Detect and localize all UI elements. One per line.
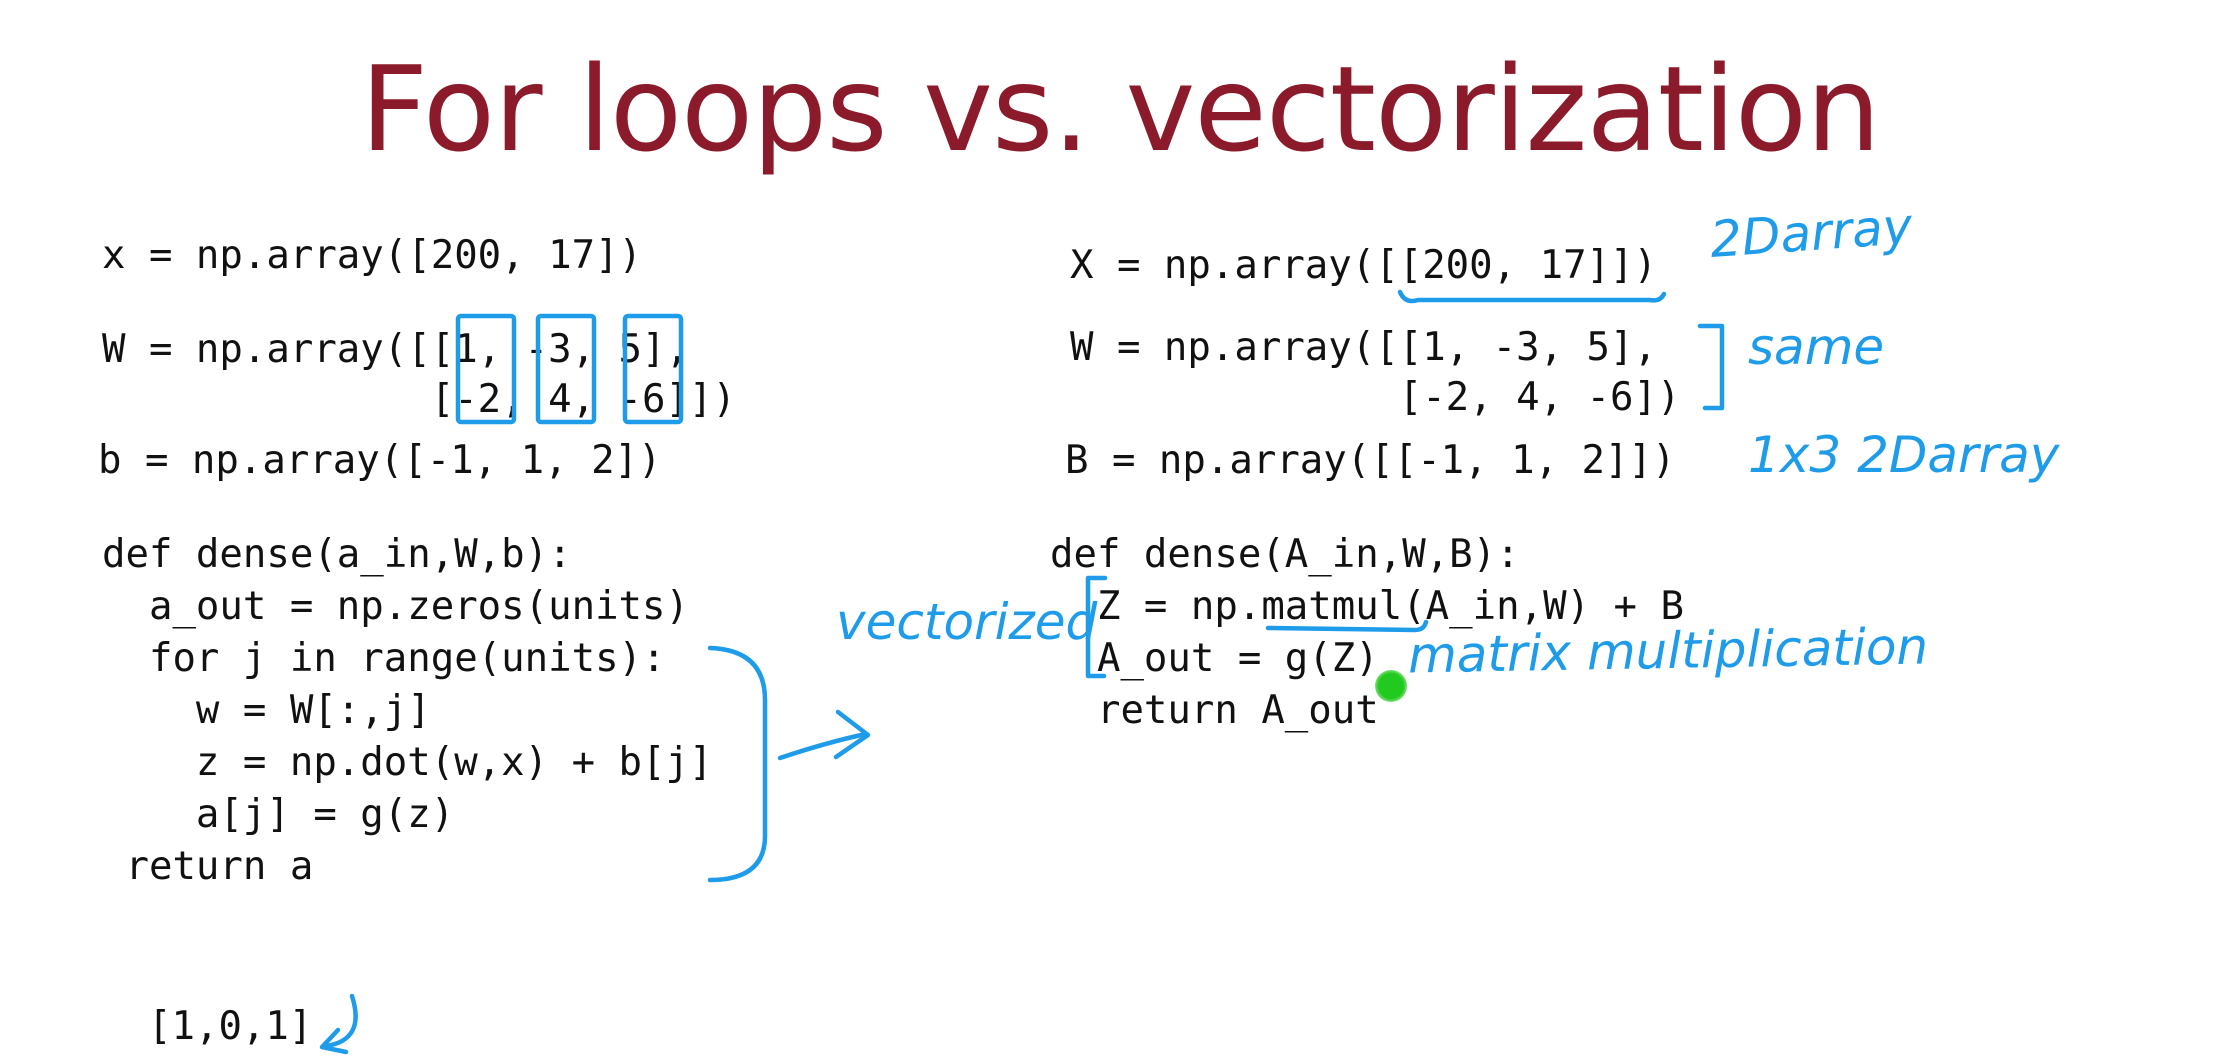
- left-x-line: x = np.array([200, 17]): [102, 233, 643, 278]
- right-body-line-3: return A_out: [1050, 688, 1379, 733]
- right-w-line-1: W = np.array([[1, -3, 5],: [1070, 325, 1657, 370]
- right-def-line: def dense(A_in,W,B):: [1050, 532, 1520, 577]
- right-w-line-2: [-2, 4, -6]): [1070, 375, 1681, 420]
- annotation-2d-array: 2Darray: [1708, 197, 1915, 269]
- right-arrow-icon: [777, 709, 871, 761]
- right-x-line: X = np.array([[200, 17]]): [1070, 243, 1657, 288]
- left-result-line: [1,0,1]: [148, 1004, 313, 1049]
- pointer-dot-icon: [1375, 670, 1407, 702]
- left-body-line-1: a_out = np.zeros(units): [102, 584, 689, 629]
- left-w-line-2: [-2, 4, -6]]): [102, 377, 736, 422]
- annotation-1x3-2d-array: 1x3 2Darray: [1748, 426, 2060, 484]
- left-body-line-2: for j in range(units):: [102, 636, 666, 681]
- annotation-matrix-multiplication: matrix multiplication: [1407, 617, 1929, 685]
- right-body-line-2: A_out = g(Z): [1050, 636, 1379, 681]
- right-code-block: X = np.array([[200, 17]]) W = np.array([…: [0, 0, 1684, 730]
- underline-2d-array: [1397, 289, 1667, 304]
- slide-title: For loops vs. vectorization: [360, 40, 1881, 178]
- left-body-line-3: w = W[:,j]: [102, 688, 431, 733]
- annotation-vectorized: vectorized: [836, 593, 1098, 651]
- left-body-line-4: z = np.dot(w,x) + b[j]: [102, 740, 713, 785]
- left-b-line: b = np.array([-1, 1, 2]): [98, 438, 662, 483]
- left-return-line: return a: [102, 844, 314, 889]
- brace-loop-body: [707, 645, 768, 883]
- left-w-line-1: W = np.array([[1, -3, 5],: [102, 327, 689, 372]
- hook-arrow: [323, 993, 358, 1049]
- left-body-line-5: a[j] = g(z): [102, 792, 455, 837]
- annotation-same: same: [1748, 318, 1885, 376]
- right-body-line-1: Z = np.matmul(A_in,W) + B: [1050, 584, 1684, 629]
- right-b-line: B = np.array([[-1, 1, 2]]): [1065, 438, 1676, 483]
- left-def-line: def dense(a_in,W,b):: [102, 532, 572, 577]
- bracket-same: [1697, 323, 1725, 411]
